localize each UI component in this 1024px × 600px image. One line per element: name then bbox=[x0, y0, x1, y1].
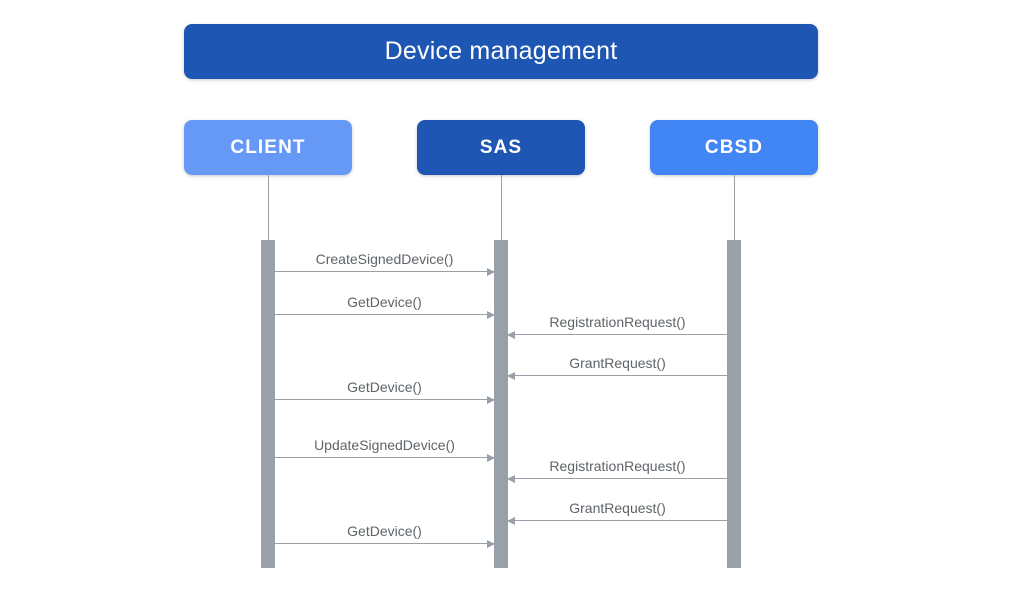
activation-bar-client bbox=[261, 240, 275, 568]
arrow-left-icon bbox=[507, 474, 515, 483]
message-8[interactable]: GrantRequest() bbox=[507, 501, 727, 525]
message-3[interactable]: RegistrationRequest() bbox=[507, 315, 727, 339]
arrow-left-icon bbox=[507, 371, 515, 380]
message-5[interactable]: GetDevice() bbox=[275, 380, 495, 404]
message-1[interactable]: CreateSignedDevice() bbox=[275, 252, 495, 276]
lifeline-cbsd bbox=[734, 175, 735, 240]
message-line bbox=[508, 375, 727, 376]
arrow-left-icon bbox=[507, 516, 515, 525]
message-label: CreateSignedDevice() bbox=[315, 251, 454, 267]
message-7[interactable]: RegistrationRequest() bbox=[507, 459, 727, 483]
message-label: GrantRequest() bbox=[569, 355, 666, 371]
arrow-right-icon bbox=[487, 267, 495, 276]
activation-bar-sas bbox=[494, 240, 508, 568]
message-9[interactable]: GetDevice() bbox=[275, 524, 495, 548]
message-label: RegistrationRequest() bbox=[549, 314, 686, 330]
message-label: GetDevice() bbox=[347, 379, 422, 395]
message-6[interactable]: UpdateSignedDevice() bbox=[275, 438, 495, 462]
message-line bbox=[275, 543, 494, 544]
message-label: RegistrationRequest() bbox=[549, 458, 686, 474]
message-line bbox=[275, 314, 494, 315]
message-line bbox=[508, 520, 727, 521]
message-2[interactable]: GetDevice() bbox=[275, 295, 495, 319]
message-line bbox=[508, 478, 727, 479]
activation-bar-cbsd bbox=[727, 240, 741, 568]
arrow-right-icon bbox=[487, 539, 495, 548]
message-label: UpdateSignedDevice() bbox=[314, 437, 455, 453]
message-label: GrantRequest() bbox=[569, 500, 666, 516]
participant-cbsd[interactable]: CBSD bbox=[650, 120, 818, 175]
message-line bbox=[275, 399, 494, 400]
message-line bbox=[275, 271, 494, 272]
participant-sas[interactable]: SAS bbox=[417, 120, 585, 175]
message-line bbox=[508, 334, 727, 335]
arrow-left-icon bbox=[507, 330, 515, 339]
participant-client-label: CLIENT bbox=[230, 137, 306, 158]
participant-cbsd-label: CBSD bbox=[704, 137, 764, 158]
message-label: GetDevice() bbox=[347, 523, 422, 539]
arrow-right-icon bbox=[487, 395, 495, 404]
message-4[interactable]: GrantRequest() bbox=[507, 356, 727, 380]
participant-client[interactable]: CLIENT bbox=[184, 120, 352, 175]
lifeline-sas bbox=[501, 175, 502, 240]
arrow-right-icon bbox=[487, 310, 495, 319]
lifeline-client bbox=[268, 175, 269, 240]
arrow-right-icon bbox=[487, 453, 495, 462]
diagram-title-banner: Device management bbox=[184, 24, 818, 79]
participant-sas-label: SAS bbox=[479, 137, 523, 158]
message-label: GetDevice() bbox=[347, 294, 422, 310]
message-line bbox=[275, 457, 494, 458]
page-title: Device management bbox=[384, 37, 618, 65]
